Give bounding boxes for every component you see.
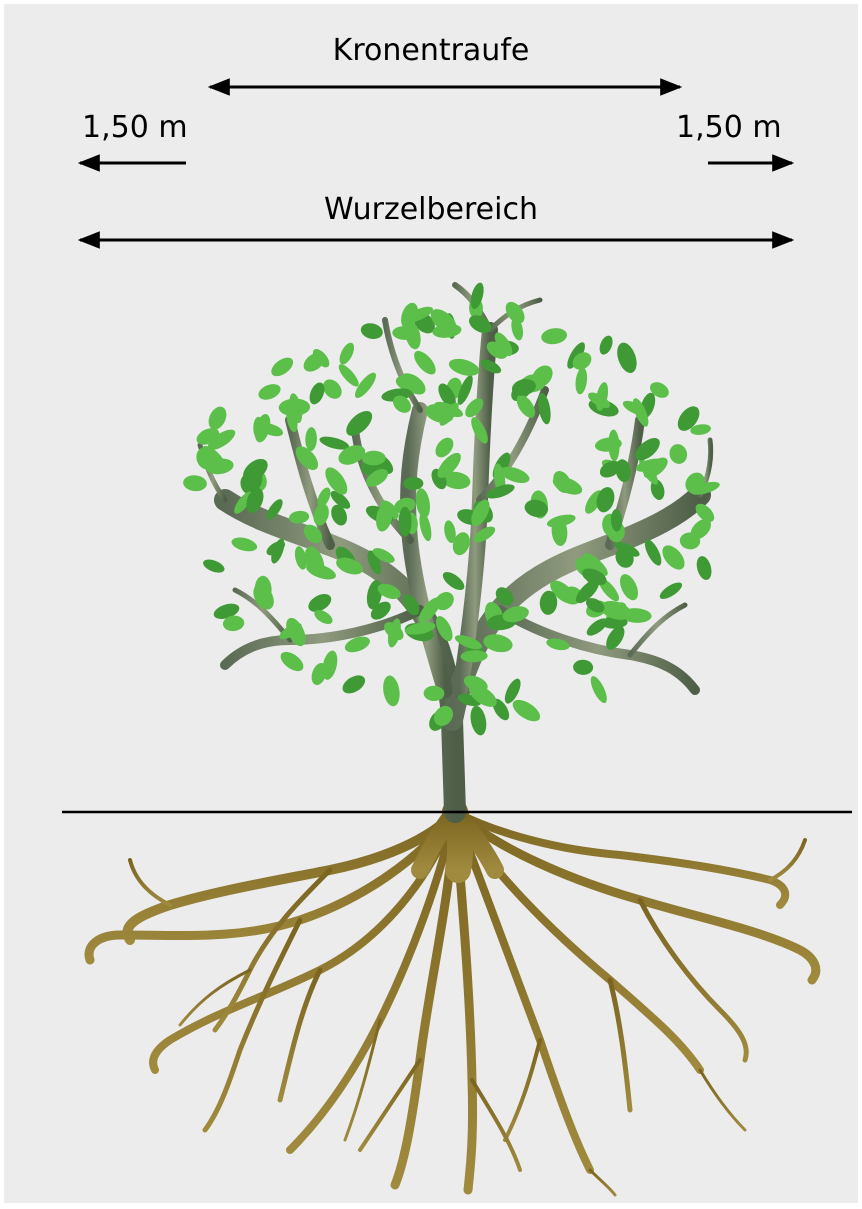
leaf [359,321,384,341]
leaf [410,347,439,378]
leaf [337,341,357,367]
root-zone-label: Wurzelbereich [0,195,862,225]
leaf [540,327,568,346]
leaf [417,511,434,542]
leaf [694,554,714,581]
leaf [574,367,588,395]
leaf [447,356,481,379]
leaf [205,404,230,433]
leaf [381,674,402,707]
leaf [468,704,488,736]
leaf [230,535,258,554]
leaf [440,569,468,594]
leaf [588,674,611,705]
leaf [509,696,544,726]
right-offset-label: 1,50 m [676,113,782,143]
leaf [667,442,689,466]
leaf [256,381,283,403]
leaf [305,427,317,451]
crown-drip-line-label: Kronentraufe [0,36,862,66]
leaf [182,474,207,492]
leaf [336,361,362,389]
leaf [277,648,307,675]
leaf [339,672,368,697]
leaf [616,571,641,603]
leaf [594,485,617,514]
roots-illustration [89,812,816,1195]
leaf [268,354,296,380]
left-offset-label: 1,50 m [82,113,188,143]
leaf [597,334,615,357]
leaf [657,579,684,602]
leaf [573,659,594,675]
leaf [614,340,641,376]
leaf [278,398,310,416]
leaf [201,557,226,575]
leaf [399,507,412,537]
